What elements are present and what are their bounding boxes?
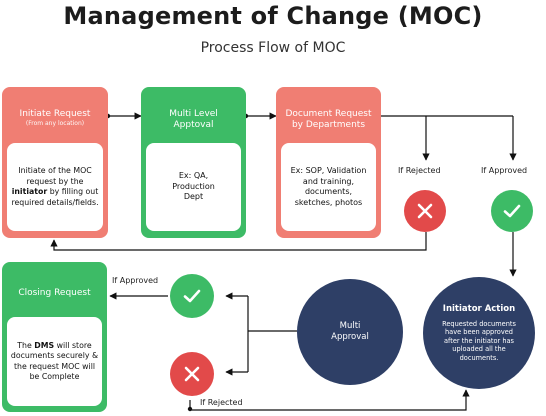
- reject-status-bottom: [170, 352, 214, 396]
- check-icon: [503, 204, 521, 218]
- initiate-body-bold: initiator: [11, 187, 48, 196]
- if-rejected-label-top: If Rejected: [398, 166, 441, 175]
- closing-body-post: will store documents securely & the requ…: [10, 340, 99, 382]
- document-body-text: Ex: SOP, Validation and training, docume…: [290, 166, 367, 207]
- closing-body-bold: DMS: [34, 340, 55, 350]
- closing-request-body: The DMS will store documents securely & …: [7, 317, 102, 406]
- close-icon: [184, 366, 200, 382]
- page-subtitle: Process Flow of MOC: [200, 40, 346, 56]
- close-icon: [417, 203, 433, 219]
- initiate-body-post: by filling out required details/fields.: [11, 187, 99, 207]
- multilevel-approval-card: Multi Level Apptoval Ex: QA, Production …: [141, 87, 246, 238]
- reject-status-top: [404, 190, 446, 232]
- closing-body-pre: The: [17, 340, 32, 350]
- document-body: Ex: SOP, Validation and training, docume…: [281, 143, 376, 231]
- page-title: Management of Change (MOC): [63, 2, 483, 30]
- multilevel-body: Ex: QA, Production Dept: [146, 143, 241, 231]
- approve-status-top: [491, 190, 533, 232]
- if-approved-label-top: If Approved: [481, 166, 528, 175]
- initiator-action-title: Initiator Action: [442, 303, 516, 314]
- document-title-line2: by Departments: [291, 120, 366, 130]
- multi-approval-circle: Multi Approval: [297, 279, 403, 385]
- check-icon: [183, 289, 201, 303]
- multi-approval-line2: Approval: [331, 332, 369, 342]
- arrow-reject-to-initiate: [50, 232, 427, 251]
- if-approved-label-bottom: If Approved: [112, 276, 159, 285]
- closing-request-title: Closing Request: [18, 288, 91, 298]
- initiator-action-circle: Initiator Action Requested documents hav…: [423, 277, 535, 389]
- multi-approval-line1: Multi: [339, 321, 361, 331]
- multilevel-body-text: Ex: QA, Production Dept: [172, 171, 215, 202]
- multilevel-title-line1: Multi Level: [169, 109, 218, 119]
- initiator-action-body: Requested documents have been approved a…: [442, 319, 516, 362]
- initiate-request-card: Initiate Request (From any location) Ini…: [2, 87, 108, 238]
- initiate-request-body: Initiate of the MOC request by the initi…: [7, 143, 103, 231]
- initiate-request-title: Initiate Request: [19, 109, 91, 119]
- approve-status-bottom: [170, 274, 214, 318]
- arrow-reject-to-initiator: [189, 389, 470, 411]
- multilevel-title-line2: Apptoval: [173, 120, 214, 130]
- closing-request-card: Closing Request The DMS will store docum…: [2, 262, 107, 412]
- dot-reject-bottom: [187, 406, 193, 412]
- if-rejected-label-bottom: If Rejected: [200, 398, 243, 407]
- document-title-line1: Document Request: [285, 109, 372, 119]
- initiate-request-subtitle: (From any location): [25, 120, 85, 127]
- initiate-body-pre: Initiate of the MOC request by the: [18, 166, 92, 186]
- document-request-card: Document Request by Departments Ex: SOP,…: [276, 87, 381, 238]
